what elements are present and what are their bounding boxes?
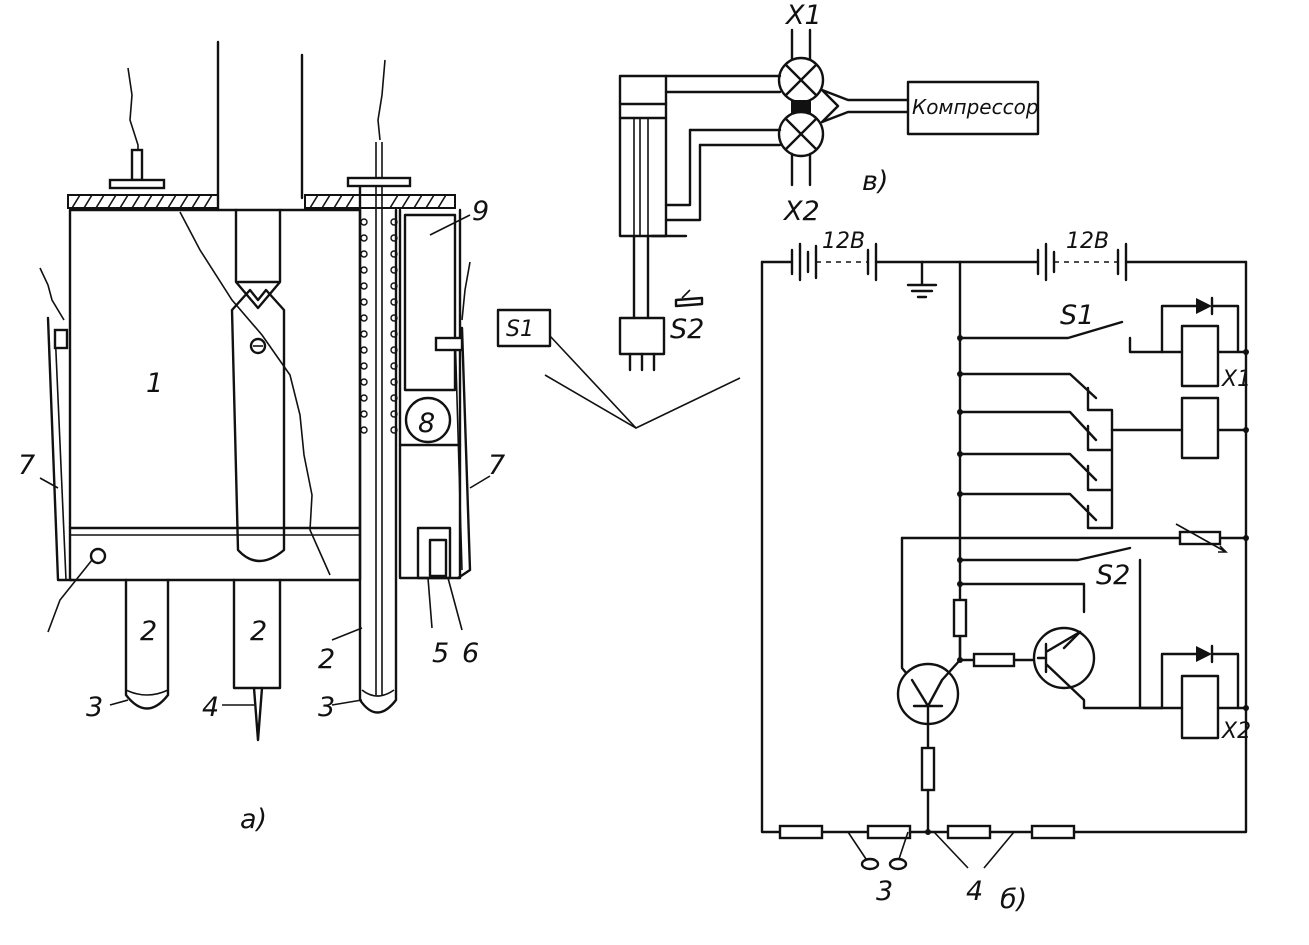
label-7-left: 7	[18, 450, 35, 481]
s1-label: S1	[1060, 300, 1094, 331]
compressor-label: Компрессор	[912, 95, 1039, 119]
label-6: 6	[462, 638, 479, 669]
label-1: 1	[146, 368, 163, 399]
valve-x1-label: X1	[784, 0, 822, 31]
label-2-mid: 2	[250, 616, 267, 647]
probe-4-label: 4	[966, 876, 983, 907]
battery-right-label: 12В	[1066, 229, 1109, 254]
probe-3-label: 3	[876, 876, 893, 907]
label-5: 5	[432, 638, 449, 669]
label-7-right: 7	[488, 450, 505, 481]
s2-label: S2	[1096, 560, 1130, 591]
relay-x2-label: X2	[1221, 719, 1251, 744]
battery-left-label: 12В	[822, 229, 865, 254]
label-4-needle: 4	[202, 692, 219, 723]
callout-s1-label: S1	[506, 317, 534, 342]
caption-v: в)	[862, 166, 888, 197]
label-9: 9	[472, 196, 489, 227]
label-2-right: 2	[318, 644, 335, 675]
label-2-left: 2	[140, 616, 157, 647]
figure-b: 12В 12В 3 4 б) S1 X1	[760, 229, 1251, 915]
label-8: 8	[418, 408, 435, 439]
figure-v: Компрессор S2 X1 X2 в)	[618, 0, 1040, 372]
callout-s1: S1	[496, 308, 741, 429]
caption-b: б)	[1000, 884, 1027, 915]
label-3-left: 3	[86, 692, 103, 723]
label-3-right: 3	[318, 692, 335, 723]
caption-a: а)	[240, 804, 267, 835]
figure-a: 1 2 2 2 3 4 3 5 6 7 7 9 8 а)	[18, 40, 505, 835]
v-s2-label: S2	[670, 314, 704, 345]
relay-x1-label: X1	[1221, 367, 1251, 392]
valve-x2-label: X2	[782, 196, 820, 227]
